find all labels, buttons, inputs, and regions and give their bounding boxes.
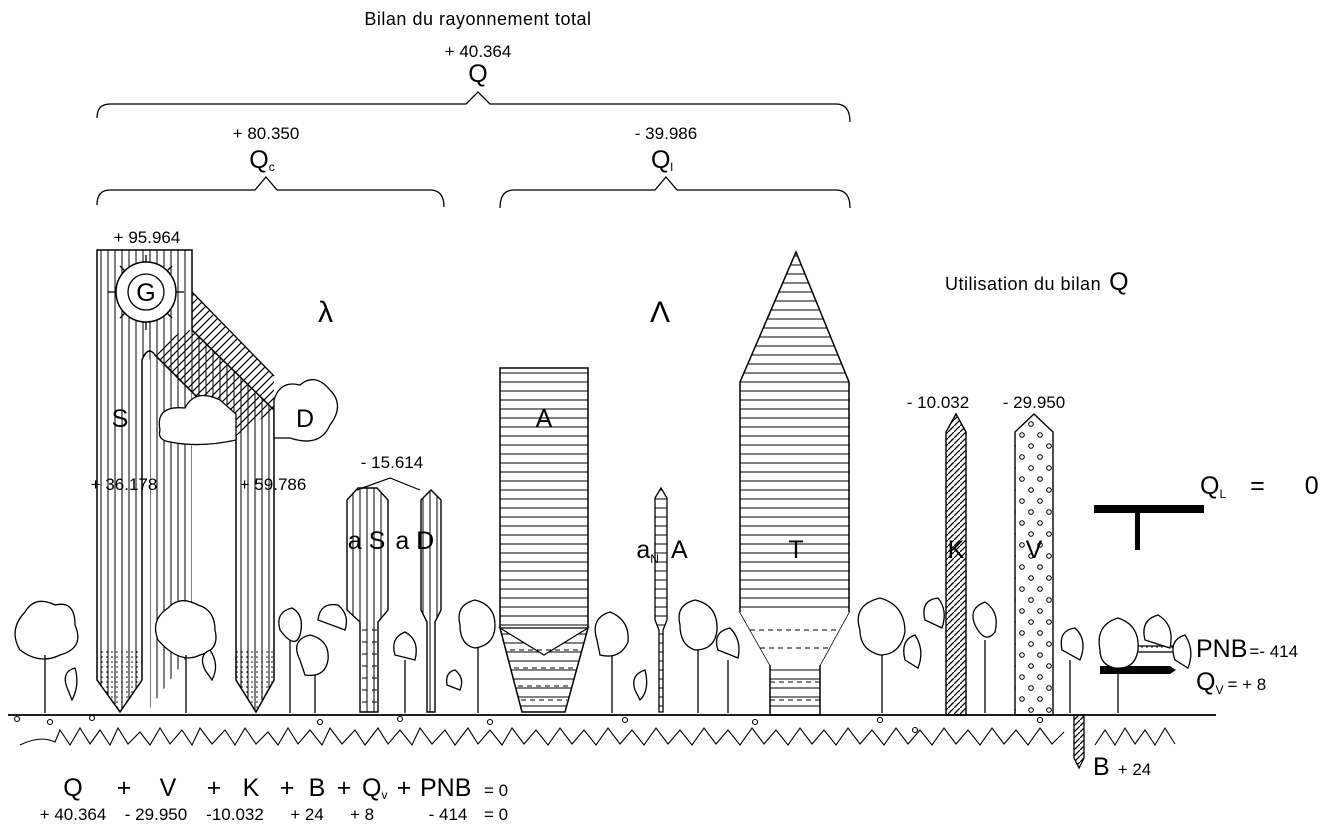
eqv-q: + 40.364 <box>40 805 107 824</box>
v-shape <box>1014 413 1054 716</box>
qc-bracket <box>96 175 445 208</box>
qc-value: + 80.350 <box>233 124 300 143</box>
q-total-symbol: Q <box>468 60 487 88</box>
ql-bracket <box>499 175 851 209</box>
lambda-capital-symbol: Λ <box>650 296 670 329</box>
diagram-title: Bilan du rayonnement total <box>364 9 591 29</box>
ql-arrow-shape <box>1094 505 1204 550</box>
eqv-pnb: - 414 <box>429 805 468 824</box>
eqv-v: - 29.950 <box>125 805 187 824</box>
k-label: K <box>948 536 965 564</box>
ql-value: - 39.986 <box>635 124 697 143</box>
eq-b: B <box>309 774 326 802</box>
eq-plus-2: + <box>207 774 222 802</box>
a-label: A <box>536 405 553 433</box>
cloud-left-icon <box>158 394 237 446</box>
d-label: D <box>296 405 314 433</box>
v-value: - 29.950 <box>1003 393 1065 412</box>
ql-symbol: Ql <box>651 146 673 174</box>
reflection-bracket <box>356 477 421 491</box>
t-label: T <box>788 536 803 564</box>
pnb-label: PNB=- 414 <box>1196 635 1298 663</box>
q-total-value: + 40.364 <box>445 42 512 61</box>
qv-label: QV= + 8 <box>1196 668 1266 697</box>
ql-label: QL=0 <box>1200 472 1319 501</box>
atmosphere-radiation-shape <box>497 367 591 713</box>
g-value: + 95.964 <box>114 228 181 247</box>
reflected-longwave-shape <box>654 486 668 713</box>
eq-q: Q <box>63 774 82 802</box>
eq-equals: = 0 <box>484 781 508 800</box>
qc-symbol: Qc <box>249 146 274 174</box>
terrestrial-radiation-shape <box>739 250 850 716</box>
eq-plus-1: + <box>117 774 132 802</box>
eq-plus-3: + <box>280 774 295 802</box>
eq-v: V <box>160 774 177 802</box>
eq-plus-5: + <box>397 774 412 802</box>
total-bracket <box>96 91 851 123</box>
reflected-d-shape <box>420 489 442 713</box>
reflection-value: - 15.614 <box>361 453 423 472</box>
reflected-s-shape <box>346 487 389 713</box>
b-label: B+ 24 <box>1093 753 1151 781</box>
eq-k: K <box>243 774 260 802</box>
s-value: + 36.178 <box>91 475 158 494</box>
sun-icon <box>108 255 184 330</box>
eqv-equals: = 0 <box>484 805 508 824</box>
k-shape <box>945 412 967 716</box>
eqv-qv: + 8 <box>350 805 374 824</box>
balance-equation: Q + V + K + B + Qv + PNB = 0 + 40.364 - … <box>40 774 508 824</box>
s-label: S <box>112 405 129 433</box>
cloud-right-icon <box>273 378 339 442</box>
eqv-k: -10.032 <box>206 805 264 824</box>
d-value: + 59.786 <box>240 475 307 494</box>
b-shape <box>1073 714 1085 770</box>
eqv-b: + 24 <box>290 805 324 824</box>
lambda-symbol: λ <box>318 296 333 329</box>
eq-plus-4: + <box>337 774 352 802</box>
v-label: V <box>1026 536 1043 564</box>
k-value: - 10.032 <box>907 393 969 412</box>
vegetation <box>14 597 1192 713</box>
global-radiation-shape <box>96 249 275 714</box>
eq-qv: Qv <box>362 774 387 802</box>
soil-texture <box>13 714 1176 747</box>
eq-pnb: PNB <box>420 774 471 802</box>
g-label: G <box>136 279 155 307</box>
